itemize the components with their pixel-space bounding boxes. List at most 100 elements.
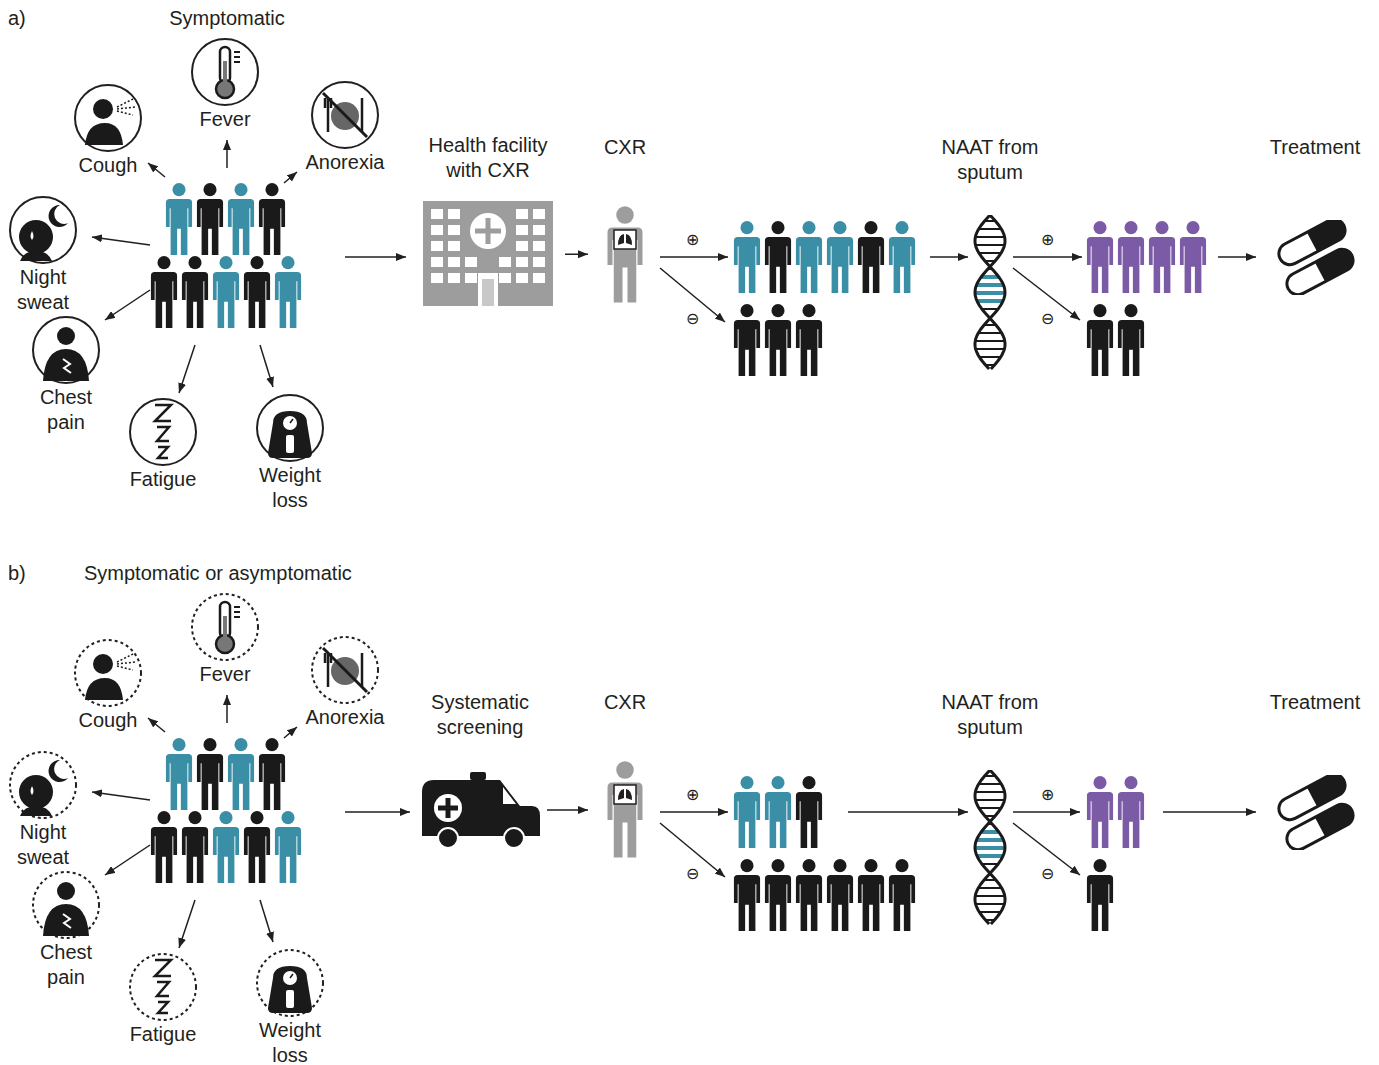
person-figure: [1180, 221, 1206, 293]
node-label: Weight loss: [250, 1018, 330, 1065]
flow-connector: [565, 254, 588, 256]
symptom-node: Weight loss: [250, 948, 330, 1065]
dna-icon: [970, 770, 1010, 925]
node-label: CXR: [590, 690, 660, 715]
person-figure: [244, 811, 270, 883]
panel-letter: b): [8, 561, 26, 585]
node-label: Fatigue: [118, 467, 208, 492]
cough-icon: [73, 638, 143, 708]
person-figure: [1118, 221, 1144, 293]
person-figure: [858, 221, 884, 293]
step-node: CXR: [590, 690, 660, 860]
result-sign: ⊕: [1041, 231, 1054, 249]
symptom-node: Night sweat: [3, 195, 83, 315]
person-figure: [197, 183, 223, 255]
symptom-node: Fever: [180, 592, 270, 687]
node-label: Chest pain: [26, 940, 106, 990]
symptom-node: Chest pain: [26, 870, 106, 990]
person-figure: [213, 811, 239, 883]
person-figure: [182, 811, 208, 883]
van-icon: [418, 770, 543, 850]
result-sign: ⊖: [1041, 310, 1054, 328]
symptom-node: Weight loss: [250, 393, 330, 513]
building-icon: [423, 201, 553, 306]
person-figure: [889, 859, 915, 931]
person-figure: [796, 304, 822, 376]
node-label: Anorexia: [295, 150, 395, 175]
chest-icon: [31, 315, 101, 385]
step-node: Systematic screening: [415, 690, 545, 850]
person-figure: [765, 304, 791, 376]
pills-icon: [1270, 775, 1360, 850]
node-label: Night sweat: [3, 265, 83, 315]
person-figure: [228, 738, 254, 810]
symptom-node: Fever: [180, 37, 270, 132]
node-label: Fatigue: [118, 1022, 208, 1047]
symptom-node: Anorexia: [295, 80, 395, 175]
weight-icon: [255, 948, 325, 1018]
node-label: Treatment: [1260, 690, 1370, 715]
anorexia-icon: [310, 80, 380, 150]
person-figure: [151, 256, 177, 328]
node-label: Health facility with CXR: [413, 133, 563, 183]
person-figure: [259, 738, 285, 810]
fever-icon: [190, 592, 260, 662]
person-figure: [1087, 304, 1113, 376]
panel-letter: a): [8, 6, 26, 30]
person-figure: [796, 859, 822, 931]
person-figure: [275, 811, 301, 883]
person-figure: [765, 776, 791, 848]
person-figure: [244, 256, 270, 328]
step-node: NAAT from sputum: [925, 135, 1055, 370]
symptom-node: Night sweat: [3, 750, 83, 870]
dna-icon: [970, 215, 1010, 370]
person-figure: [1118, 776, 1144, 848]
person-figure: [275, 256, 301, 328]
person-figure: [827, 859, 853, 931]
chest-icon: [31, 870, 101, 940]
person-figure: [765, 221, 791, 293]
person-figure: [1087, 221, 1113, 293]
symptom-node: Cough: [63, 638, 153, 733]
node-label: NAAT from sputum: [925, 690, 1055, 740]
symptom-node: Chest pain: [26, 315, 106, 435]
person-figure: [889, 221, 915, 293]
pills-icon: [1270, 220, 1360, 295]
person-figure: [166, 183, 192, 255]
people-groups: [151, 183, 1206, 931]
cough-icon: [73, 83, 143, 153]
node-label: Cough: [63, 708, 153, 733]
step-node: Treatment: [1260, 135, 1370, 295]
person-figure: [734, 221, 760, 293]
result-sign: ⊕: [1041, 786, 1054, 804]
cxr-icon: [605, 760, 645, 860]
fever-icon: [190, 37, 260, 107]
node-label: Treatment: [1260, 135, 1370, 160]
person-figure: [213, 256, 239, 328]
person-figure: [151, 811, 177, 883]
person-figure: [228, 183, 254, 255]
person-figure: [1087, 859, 1113, 931]
node-label: Cough: [63, 153, 153, 178]
fatigue-icon: [128, 952, 198, 1022]
person-figure: [1149, 221, 1175, 293]
result-sign: ⊕: [686, 231, 699, 249]
symptom-node: Cough: [63, 83, 153, 178]
night-icon: [8, 195, 78, 265]
person-figure: [1118, 304, 1144, 376]
node-label: Fever: [180, 107, 270, 132]
night-icon: [8, 750, 78, 820]
person-figure: [734, 304, 760, 376]
group-heading: Symptomatic: [169, 6, 285, 30]
person-figure: [734, 859, 760, 931]
person-figure: [827, 221, 853, 293]
result-sign: ⊕: [686, 786, 699, 804]
anorexia-icon: [310, 635, 380, 705]
node-label: Chest pain: [26, 385, 106, 435]
node-label: Night sweat: [3, 820, 83, 870]
flow-arrows: [92, 140, 1256, 948]
node-label: NAAT from sputum: [925, 135, 1055, 185]
